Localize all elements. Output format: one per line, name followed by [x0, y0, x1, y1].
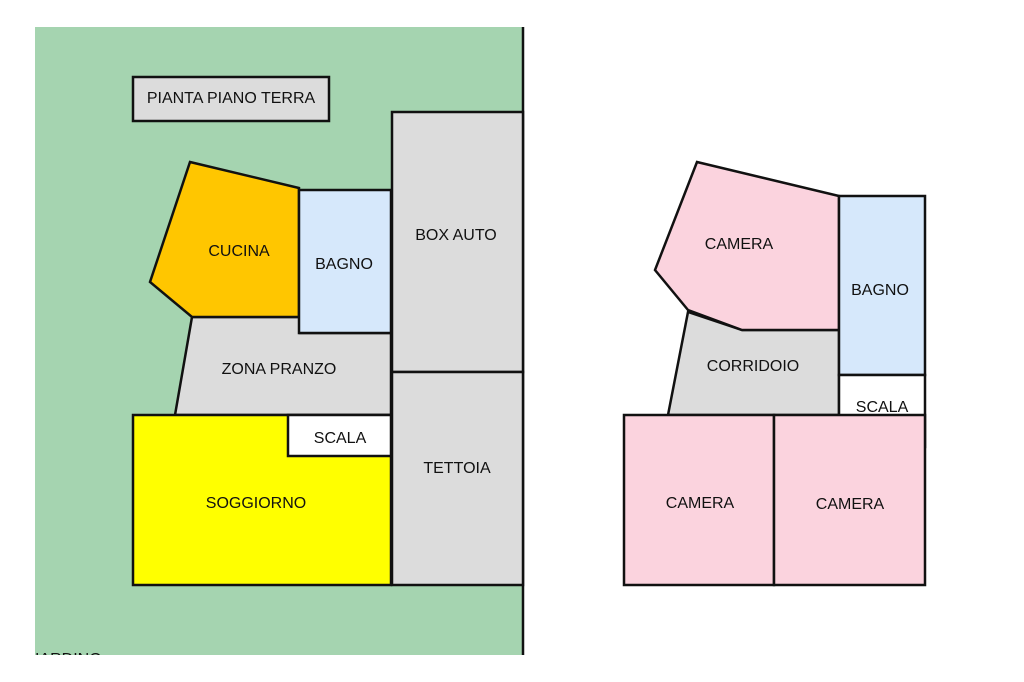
- room-cucina: [148, 160, 301, 319]
- label-tettoia: TETTOIA: [423, 460, 491, 477]
- label-scala: SCALA: [314, 430, 367, 447]
- first-floor-plan: CAMERA BAGNO CORRIDOIO SCALA CAMERA CAME…: [622, 160, 927, 587]
- label-bagno-upper: BAGNO: [851, 282, 909, 299]
- title-box: [131, 75, 331, 123]
- label-corridoio: CORRIDOIO: [707, 358, 799, 375]
- label-box-auto: BOX AUTO: [415, 227, 497, 244]
- label-soggiorno: SOGGIORNO: [206, 495, 306, 512]
- room-bagno: [297, 188, 393, 335]
- label-zona-pranzo: ZONA PRANZO: [222, 361, 337, 378]
- label-bagno: BAGNO: [315, 256, 373, 273]
- ground-floor-title: PIANTA PIANO TERRA: [147, 90, 316, 107]
- ground-floor-plan: PIANTA PIANO TERRA CUCINA BAGNO BOX AUTO…: [35, 27, 525, 668]
- label-camera-left: CAMERA: [666, 495, 735, 512]
- room-camera-left: [622, 413, 776, 587]
- room-scala: [286, 413, 393, 458]
- room-bagno-upper: [837, 194, 927, 377]
- room-tettoia: [390, 370, 525, 587]
- label-giardino: IARDINO: [35, 651, 102, 668]
- label-camera-right: CAMERA: [816, 496, 885, 513]
- label-cucina: CUCINA: [208, 243, 270, 260]
- label-camera-top: CAMERA: [705, 236, 774, 253]
- room-box-auto: [390, 110, 525, 374]
- label-scala-upper: SCALA: [856, 399, 909, 416]
- room-camera-right: [772, 413, 927, 587]
